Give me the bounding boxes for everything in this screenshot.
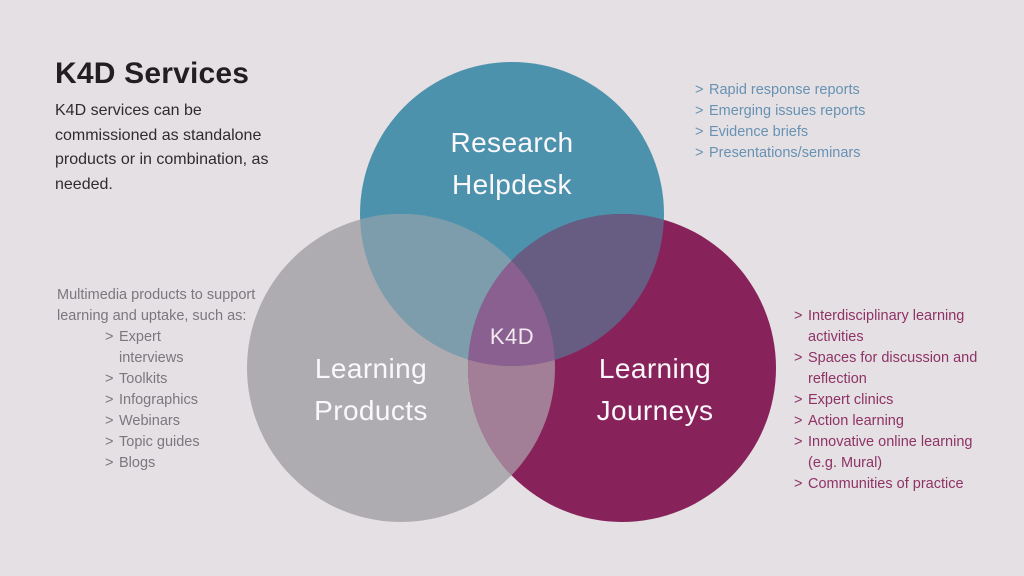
list-item-text: Emerging issues reports: [709, 103, 866, 119]
chevron-marker: >: [105, 455, 114, 471]
venn-label-research-helpdesk: Research Helpdesk: [362, 122, 662, 206]
list-item-text: Evidence briefs: [709, 124, 809, 140]
list-item: > Toolkits: [105, 369, 219, 390]
list-item: > Topic guides: [105, 432, 219, 453]
venn-label-line: Learning: [598, 353, 712, 384]
learning-products-list: Multimedia products to support learning …: [57, 285, 269, 474]
chevron-marker: >: [794, 434, 803, 450]
chevron-marker: >: [794, 413, 803, 429]
chevron-marker: >: [105, 434, 114, 450]
list-item: > Expert interviews: [105, 327, 219, 369]
list-item: > Rapid response reports: [695, 80, 927, 101]
chevron-marker: >: [794, 392, 803, 408]
list-item-text: Topic guides: [119, 434, 200, 450]
chevron-marker: >: [794, 308, 803, 324]
chevron-marker: >: [695, 124, 704, 140]
chevron-marker: >: [105, 371, 114, 387]
research-helpdesk-list: > Rapid response reports > Emerging issu…: [695, 80, 927, 164]
chevron-marker: >: [105, 329, 114, 345]
learning-journeys-list: > Interdisciplinary learning activities …: [794, 306, 980, 495]
list-item: > Interdisciplinary learning activities: [794, 306, 980, 348]
list-item-text: Innovative online learning (e.g. Mural): [808, 434, 973, 471]
list-item: > Presentations/seminars: [695, 143, 927, 164]
list-item-text: Rapid response reports: [709, 82, 860, 98]
venn-label-learning-products: Learning Products: [221, 348, 521, 432]
list-item-text: Infographics: [119, 392, 198, 408]
venn-label-line: Helpdesk: [452, 169, 572, 200]
list-item-text: Webinars: [119, 413, 180, 429]
list-item: > Webinars: [105, 411, 219, 432]
chevron-marker: >: [695, 145, 704, 161]
venn-label-learning-journeys: Learning Journeys: [505, 348, 805, 432]
list-item: > Blogs: [105, 453, 219, 474]
research-journeys-overlap-region: [468, 214, 664, 366]
chevron-marker: >: [105, 413, 114, 429]
list-item: > Innovative online learning (e.g. Mural…: [794, 432, 980, 474]
list-item-text: Toolkits: [119, 371, 168, 387]
chevron-marker: >: [794, 476, 803, 492]
list-item-text: Presentations/seminars: [709, 145, 861, 161]
list-item: > Spaces for discussion and reflection: [794, 348, 980, 390]
venn-label-line: Products: [314, 395, 428, 426]
list-item: > Infographics: [105, 390, 219, 411]
list-item-text: Interdisciplinary learning activities: [808, 308, 965, 345]
list-item-text: Blogs: [119, 455, 156, 471]
page-description: K4D services can be commissioned as stan…: [55, 102, 269, 193]
venn-label-line: Learning: [314, 353, 428, 384]
venn-center-label: K4D: [489, 324, 535, 349]
list-item-text: Expert interviews: [119, 329, 184, 366]
list-item: > Action learning: [794, 411, 980, 432]
list-intro-text: Multimedia products to support learning …: [57, 287, 256, 324]
chevron-marker: >: [695, 103, 704, 119]
page-title: K4D Services: [55, 57, 250, 90]
list-item: > Emerging issues reports: [695, 101, 927, 122]
list-item: > Evidence briefs: [695, 122, 927, 143]
list-item-text: Spaces for discussion and reflection: [808, 350, 978, 387]
research-products-overlap-region: [360, 214, 555, 366]
chevron-marker: >: [695, 82, 704, 98]
list-item-text: Action learning: [808, 413, 904, 429]
list-item-text: Expert clinics: [808, 392, 894, 408]
venn-label-line: Research: [450, 127, 574, 158]
list-item: > Expert clinics: [794, 390, 980, 411]
chevron-marker: >: [105, 392, 114, 408]
chevron-marker: >: [794, 350, 803, 366]
list-item-text: Communities of practice: [808, 476, 964, 492]
venn-label-line: Journeys: [596, 395, 714, 426]
list-item: > Communities of practice: [794, 474, 980, 495]
